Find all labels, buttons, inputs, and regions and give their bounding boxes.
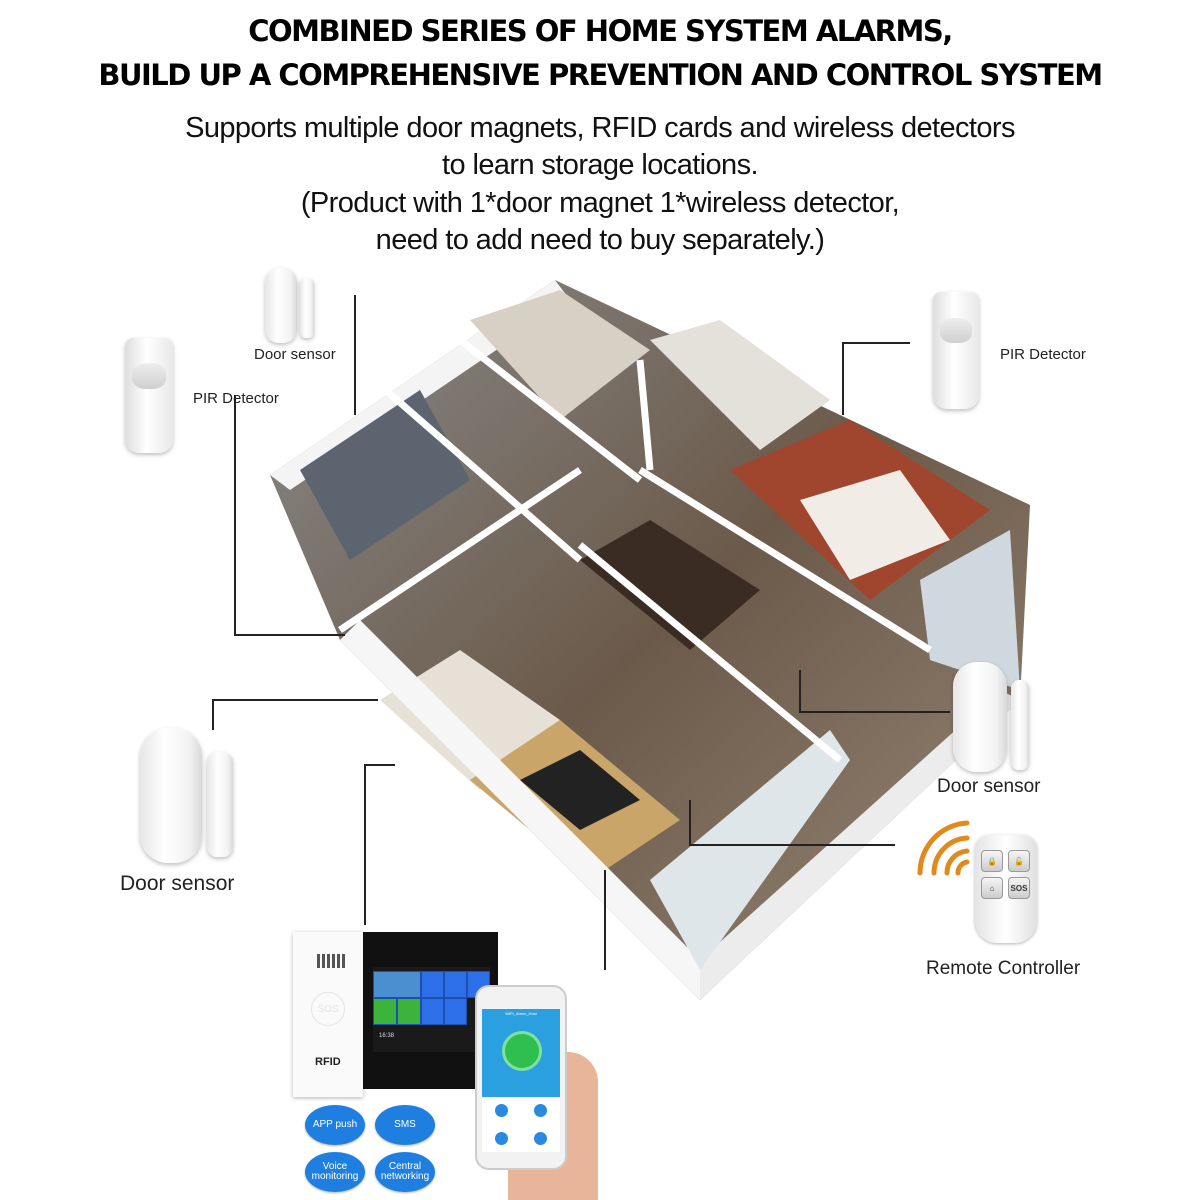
description-line-4: need to add need to buy separately.) xyxy=(375,224,825,256)
smartphone: WIFI_Alarm_Host xyxy=(475,985,567,1170)
app-header: WIFI_Alarm_Host xyxy=(482,1009,560,1097)
remote-controller-device: 🔒 🔓 ⌂ SOS xyxy=(975,835,1037,943)
door-sensor-device-left xyxy=(140,728,202,863)
speaker-grille xyxy=(317,954,347,968)
feature-sms: SMS xyxy=(375,1105,435,1145)
label-pir-right: PIR Detector xyxy=(1000,346,1086,363)
app-title: WIFI_Alarm_Host xyxy=(505,1011,537,1016)
door-sensor-magnet-right xyxy=(1011,680,1029,770)
unlock-icon: 🔓 xyxy=(1008,850,1030,872)
label-remote-controller: Remote Controller xyxy=(926,958,1081,979)
feature-central-networking: Central networking xyxy=(375,1152,435,1192)
alarm-panel-body: SOS RFID xyxy=(293,932,363,1097)
panel-clock: 16:38 xyxy=(379,1033,395,1039)
lock-icon: 🔒 xyxy=(981,850,1003,872)
wireless-signal-icon xyxy=(917,820,970,876)
arm-button[interactable] xyxy=(502,1031,542,1071)
alarm-panel-screen: 16:38 xyxy=(373,967,490,1052)
feature-app-push: APP push xyxy=(305,1105,365,1145)
app-menu-item[interactable] xyxy=(521,1097,560,1125)
feature-voice-monitoring: Voice monitoring xyxy=(305,1152,365,1192)
app-menu-item[interactable] xyxy=(521,1125,560,1153)
connector-lines xyxy=(212,295,950,970)
description-line-1: Supports multiple door magnets, RFID car… xyxy=(185,112,1015,144)
app-menu-grid xyxy=(482,1097,560,1152)
rfid-logo: RFID xyxy=(315,1056,341,1068)
door-sensor-magnet-top xyxy=(300,278,314,338)
sos-button: SOS xyxy=(1008,877,1030,899)
home-icon: ⌂ xyxy=(981,877,1003,899)
pir-detector-device-right xyxy=(933,292,979,409)
sos-emboss: SOS xyxy=(311,992,345,1026)
description-line-3: (Product with 1*door magnet 1*wireless d… xyxy=(300,187,900,219)
door-sensor-device-top xyxy=(265,268,297,343)
door-sensor-device-right xyxy=(953,662,1007,772)
headline-line-2: BUILD UP A COMPREHENSIVE PREVENTION AND … xyxy=(98,58,1103,92)
description-line-2: to learn storage locations. xyxy=(442,149,758,181)
app-menu-item[interactable] xyxy=(482,1097,521,1125)
pir-detector-device-left xyxy=(125,338,173,453)
label-door-sensor-right: Door sensor xyxy=(937,776,1041,797)
label-door-sensor-top: Door sensor xyxy=(254,346,336,363)
door-sensor-magnet-left xyxy=(207,752,233,857)
headline-line-1: COMBINED SERIES OF HOME SYSTEM ALARMS, xyxy=(248,14,953,48)
label-pir-left: PIR Detector xyxy=(193,390,279,407)
label-door-sensor-left: Door sensor xyxy=(120,872,235,895)
app-menu-item[interactable] xyxy=(482,1125,521,1153)
